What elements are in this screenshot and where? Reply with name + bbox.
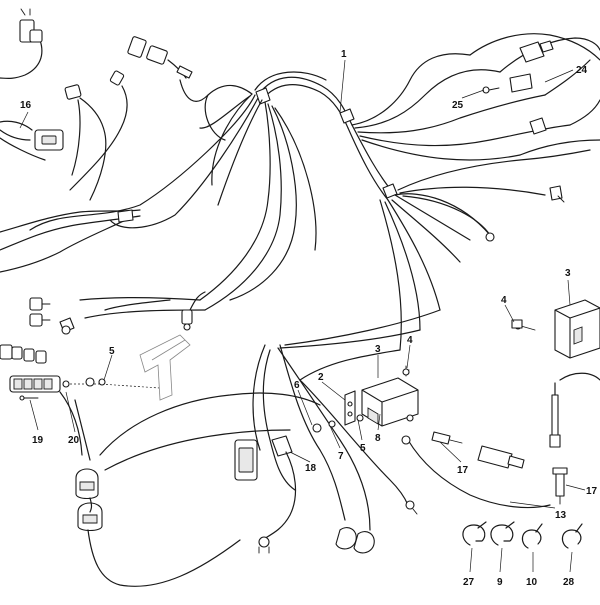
callout-4-right: 4 [501, 295, 507, 306]
callout-9: 9 [497, 577, 503, 588]
top-left-connectors [0, 8, 193, 201]
callout-10: 10 [526, 577, 538, 588]
callout-3-center: 3 [375, 344, 381, 355]
leader-lines [19, 59, 586, 573]
callout-labels: 1 16 24 25 3 4 3 4 5 2 6 7 5 8 19 20 18 … [20, 49, 598, 588]
callout-27: 27 [463, 577, 475, 588]
callout-19: 19 [32, 435, 44, 446]
callout-3-right: 3 [565, 268, 571, 279]
callout-16: 16 [20, 100, 32, 111]
callout-20: 20 [68, 435, 80, 446]
bracket [139, 334, 191, 401]
callout-6: 6 [294, 380, 300, 391]
lower-left-fuse-holders [59, 391, 241, 587]
callout-28: 28 [563, 577, 575, 588]
callout-4-center: 4 [407, 335, 413, 346]
callout-8: 8 [375, 433, 381, 444]
callout-17-center: 17 [457, 465, 469, 476]
callout-2: 2 [318, 372, 324, 383]
coil-assembly-center [312, 365, 551, 509]
cable-clips [462, 521, 583, 549]
callout-17-right: 17 [586, 486, 598, 497]
left-connectors [0, 291, 206, 401]
callout-18: 18 [305, 463, 317, 474]
callout-5-left: 5 [109, 346, 115, 357]
callout-5-center: 5 [360, 443, 366, 454]
callout-13: 13 [555, 510, 567, 521]
callout-25: 25 [452, 100, 464, 111]
callout-7: 7 [338, 451, 344, 462]
central-lower-wires [99, 309, 441, 554]
callout-24: 24 [576, 65, 588, 76]
main-harness [0, 33, 600, 351]
right-components [431, 40, 600, 505]
callout-1: 1 [341, 49, 347, 60]
left-terminal-row [0, 344, 47, 364]
